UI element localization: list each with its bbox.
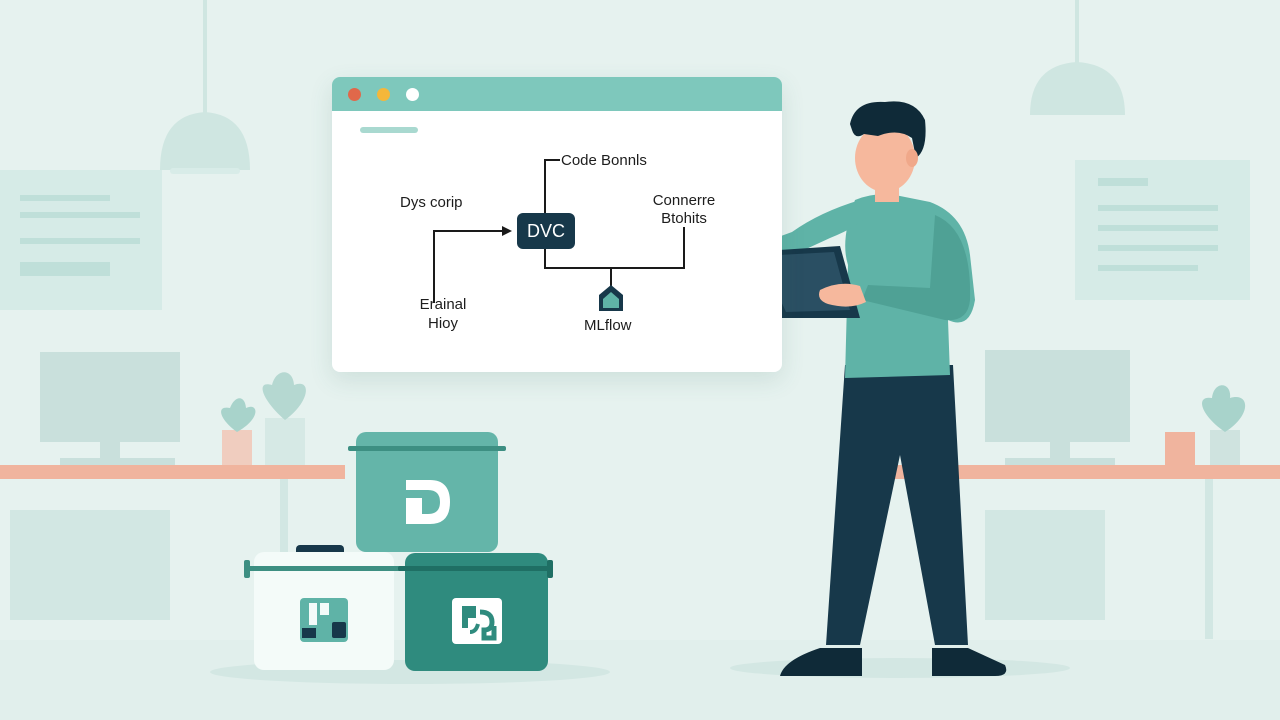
connector-code (544, 159, 560, 213)
label-external: Erainal Hioy (419, 296, 467, 332)
wall-board-left (0, 170, 162, 310)
close-dot[interactable] (348, 88, 361, 101)
window-titlebar (332, 77, 782, 111)
connector-external (433, 230, 502, 303)
desk-left (0, 352, 345, 639)
git-logo-icon (300, 598, 348, 642)
label-data-left: Dys corip (400, 194, 463, 211)
diagram-window: DVC Code Bonnls Dys corip Erainal Hioy C… (332, 77, 782, 372)
diagram-connectors (433, 159, 685, 311)
connector-connect (544, 227, 685, 269)
wall-board-right (1075, 160, 1250, 300)
pendant-lamp-left (160, 0, 250, 174)
maximize-dot[interactable] (406, 88, 419, 101)
storage-box-right (398, 553, 553, 671)
storage-box-dvc (348, 432, 506, 552)
house-icon (599, 285, 623, 311)
arrowhead (502, 226, 512, 236)
floor (0, 640, 1280, 720)
dvc-logo-icon (406, 480, 450, 524)
minimize-dot[interactable] (377, 88, 390, 101)
label-mlflow: MLflow (584, 317, 632, 334)
desk-right (870, 350, 1280, 639)
label-connect: Connerre Btohits (652, 192, 716, 227)
pipeline-logo-icon (452, 598, 502, 644)
label-code: Code Bonnls (561, 152, 647, 169)
pendant-lamp-right (1030, 0, 1125, 115)
dvc-node[interactable]: DVC (517, 213, 575, 249)
storage-box-left (244, 545, 406, 670)
address-bar[interactable] (360, 127, 418, 133)
